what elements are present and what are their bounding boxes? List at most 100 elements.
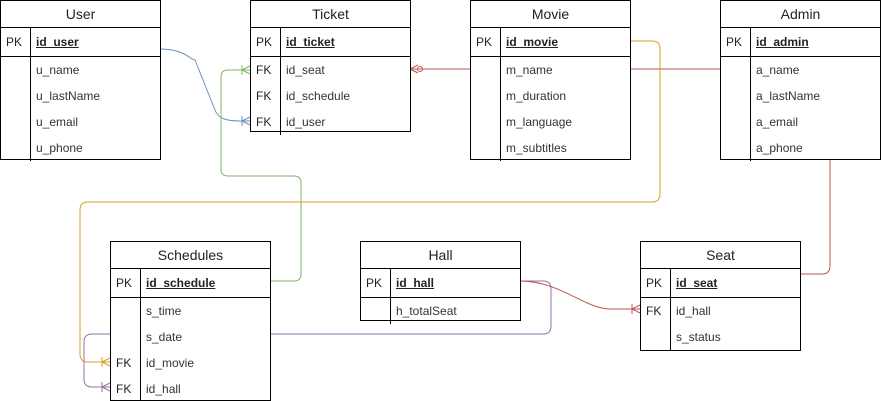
attribute-name: id_movie bbox=[146, 356, 195, 370]
primary-key-name: id_admin bbox=[756, 35, 809, 49]
key-type-label bbox=[471, 57, 501, 83]
primary-key-name: id_schedule bbox=[146, 276, 216, 290]
key-type-label bbox=[721, 109, 751, 135]
attribute-name: u_phone bbox=[36, 141, 83, 155]
attribute-name: m_subtitles bbox=[506, 141, 567, 155]
attribute-row[interactable]: a_name bbox=[721, 57, 880, 83]
attribute-name: u_lastName bbox=[36, 89, 101, 103]
attribute-name: u_name bbox=[36, 63, 80, 77]
attribute-row[interactable]: m_subtitles bbox=[471, 135, 630, 161]
key-type-label bbox=[471, 109, 501, 135]
key-type-label: PK bbox=[361, 269, 391, 297]
entity-title: Hall bbox=[361, 242, 520, 269]
key-type-label bbox=[721, 135, 751, 161]
attribute-name: id_hall bbox=[146, 382, 181, 396]
attribute-name: id_seat bbox=[286, 63, 325, 77]
attribute-row[interactable]: a_phone bbox=[721, 135, 880, 161]
attribute-name: id_user bbox=[286, 115, 326, 129]
attribute-name: m_name bbox=[506, 63, 553, 77]
attribute-row[interactable]: u_phone bbox=[1, 135, 160, 161]
entity-schedules[interactable]: Schedules PK id_schedule s_time s_date F… bbox=[110, 241, 271, 401]
attribute-row[interactable]: s_time bbox=[111, 298, 270, 324]
attribute-name: s_time bbox=[146, 304, 182, 318]
entity-title: Admin bbox=[721, 1, 880, 28]
connector-hall-schedules[interactable] bbox=[83, 280, 552, 388]
attribute-name: a_name bbox=[756, 63, 800, 77]
primary-key-row[interactable]: PK id_movie bbox=[471, 28, 630, 57]
key-type-label bbox=[721, 57, 751, 83]
attribute-row[interactable]: m_duration bbox=[471, 83, 630, 109]
entity-admin[interactable]: Admin PK id_admin a_name a_lastName a_em… bbox=[720, 0, 881, 161]
key-type-label bbox=[721, 83, 751, 109]
connector-user-ticket[interactable] bbox=[159, 48, 250, 122]
entity-title: User bbox=[1, 1, 160, 28]
attribute-row[interactable]: u_lastName bbox=[1, 83, 160, 109]
attribute-name: a_email bbox=[756, 115, 799, 129]
key-type-label bbox=[471, 135, 501, 161]
key-type-label: PK bbox=[1, 28, 31, 56]
entity-title: Schedules bbox=[111, 242, 270, 269]
attribute-row[interactable]: FK id_seat bbox=[251, 57, 410, 83]
crowfoot-schedules-hall bbox=[101, 382, 111, 392]
key-type-label: PK bbox=[251, 28, 281, 56]
attribute-row[interactable]: s_status bbox=[641, 324, 800, 350]
attribute-row[interactable]: FK id_movie bbox=[111, 350, 270, 376]
key-type-label bbox=[111, 324, 141, 350]
key-type-label: FK bbox=[251, 109, 281, 135]
attribute-row[interactable]: FK id_user bbox=[251, 109, 410, 135]
entity-ticket[interactable]: Ticket PK id_ticket FK id_seat FK id_sch… bbox=[250, 0, 411, 135]
connector-hall-seat[interactable] bbox=[519, 280, 640, 310]
connector-schedules-ticket[interactable] bbox=[220, 69, 302, 282]
attribute-name: id_schedule bbox=[286, 89, 351, 103]
crowfoot-seat-hall bbox=[631, 304, 641, 314]
key-type-label: FK bbox=[111, 350, 141, 376]
attribute-name: a_lastName bbox=[756, 89, 821, 103]
primary-key-row[interactable]: PK id_ticket bbox=[251, 28, 410, 57]
primary-key-name: id_hall bbox=[396, 276, 435, 290]
key-type-label bbox=[1, 83, 31, 109]
primary-key-row[interactable]: PK id_admin bbox=[721, 28, 880, 57]
key-type-label bbox=[111, 298, 141, 324]
key-type-label: FK bbox=[251, 83, 281, 109]
entity-title: Ticket bbox=[251, 1, 410, 28]
attribute-row[interactable]: FK id_hall bbox=[641, 298, 800, 324]
connector-movie-schedules[interactable] bbox=[79, 40, 661, 363]
attribute-name: s_date bbox=[146, 330, 183, 344]
primary-key-row[interactable]: PK id_seat bbox=[641, 269, 800, 298]
crowfoot-schedules-movie bbox=[101, 357, 111, 367]
key-type-label: PK bbox=[721, 28, 751, 56]
key-type-label: FK bbox=[641, 298, 671, 324]
attribute-row[interactable]: u_email bbox=[1, 109, 160, 135]
attribute-row[interactable]: a_email bbox=[721, 109, 880, 135]
attribute-row[interactable]: m_name bbox=[471, 57, 630, 83]
primary-key-name: id_user bbox=[36, 35, 79, 49]
entity-title: Seat bbox=[641, 242, 800, 269]
primary-key-name: id_seat bbox=[676, 276, 718, 290]
attribute-name: s_status bbox=[676, 330, 721, 344]
key-type-label bbox=[641, 324, 671, 350]
attribute-row[interactable]: u_name bbox=[1, 57, 160, 83]
crowfoot-ticket-seat bbox=[409, 64, 423, 74]
entity-hall[interactable]: Hall PK id_hall h_totalSeat bbox=[360, 241, 521, 324]
primary-key-name: id_movie bbox=[506, 35, 559, 49]
primary-key-name: id_ticket bbox=[286, 35, 335, 49]
attribute-row[interactable]: FK id_hall bbox=[111, 376, 270, 401]
entity-user[interactable]: User PK id_user u_name u_lastName u_emai… bbox=[0, 0, 161, 161]
attribute-name: u_email bbox=[36, 115, 79, 129]
attribute-row[interactable]: h_totalSeat bbox=[361, 298, 520, 324]
attribute-row[interactable]: a_lastName bbox=[721, 83, 880, 109]
attribute-row[interactable]: s_date bbox=[111, 324, 270, 350]
primary-key-row[interactable]: PK id_user bbox=[1, 28, 160, 57]
entity-seat[interactable]: Seat PK id_seat FK id_hall s_status bbox=[640, 241, 801, 351]
primary-key-row[interactable]: PK id_hall bbox=[361, 269, 520, 298]
attribute-name: m_duration bbox=[506, 89, 567, 103]
attribute-name: m_language bbox=[506, 115, 573, 129]
key-type-label bbox=[1, 135, 31, 161]
attribute-row[interactable]: m_language bbox=[471, 109, 630, 135]
entity-movie[interactable]: Movie PK id_movie m_name m_duration m_la… bbox=[470, 0, 631, 161]
attribute-name: id_hall bbox=[676, 304, 711, 318]
primary-key-row[interactable]: PK id_schedule bbox=[111, 269, 270, 298]
key-type-label bbox=[471, 83, 501, 109]
attribute-row[interactable]: FK id_schedule bbox=[251, 83, 410, 109]
key-type-label: FK bbox=[251, 57, 281, 83]
